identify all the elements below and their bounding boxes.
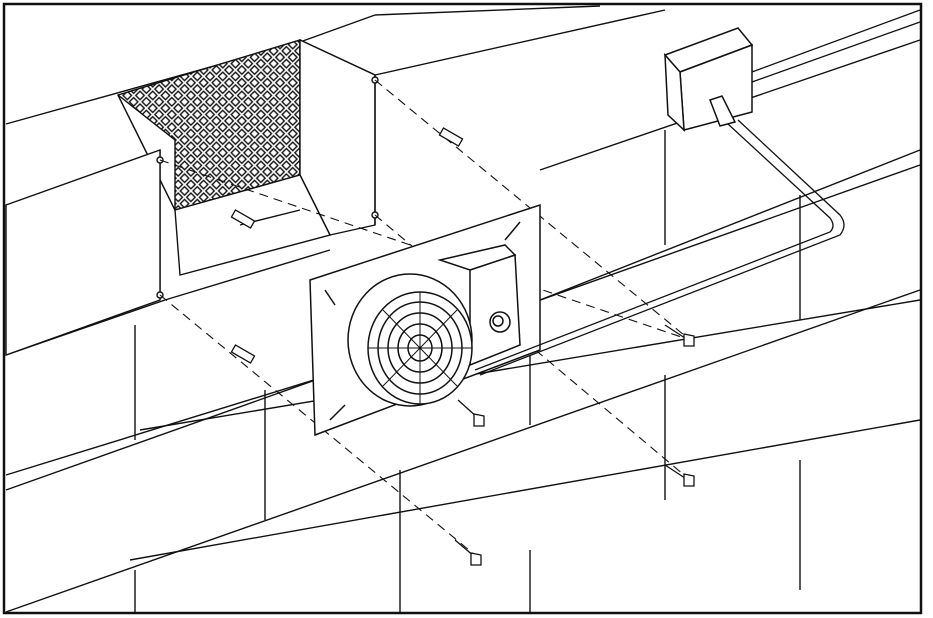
anchor-icon [230, 209, 256, 229]
vent-opening [5, 9, 666, 356]
screw-icon [454, 539, 482, 566]
fan-icon [347, 273, 473, 407]
power-cable [474, 9, 921, 376]
anchor-icon [438, 127, 464, 147]
anchor-icon [230, 344, 256, 364]
fan-plate [309, 203, 541, 437]
mounting-screws [454, 324, 695, 566]
wall-anchors [230, 127, 464, 364]
junction-box [663, 27, 754, 132]
screw-icon [664, 464, 695, 487]
screw-icon [664, 324, 695, 347]
control-box [437, 244, 521, 367]
screw-icon [457, 399, 485, 427]
